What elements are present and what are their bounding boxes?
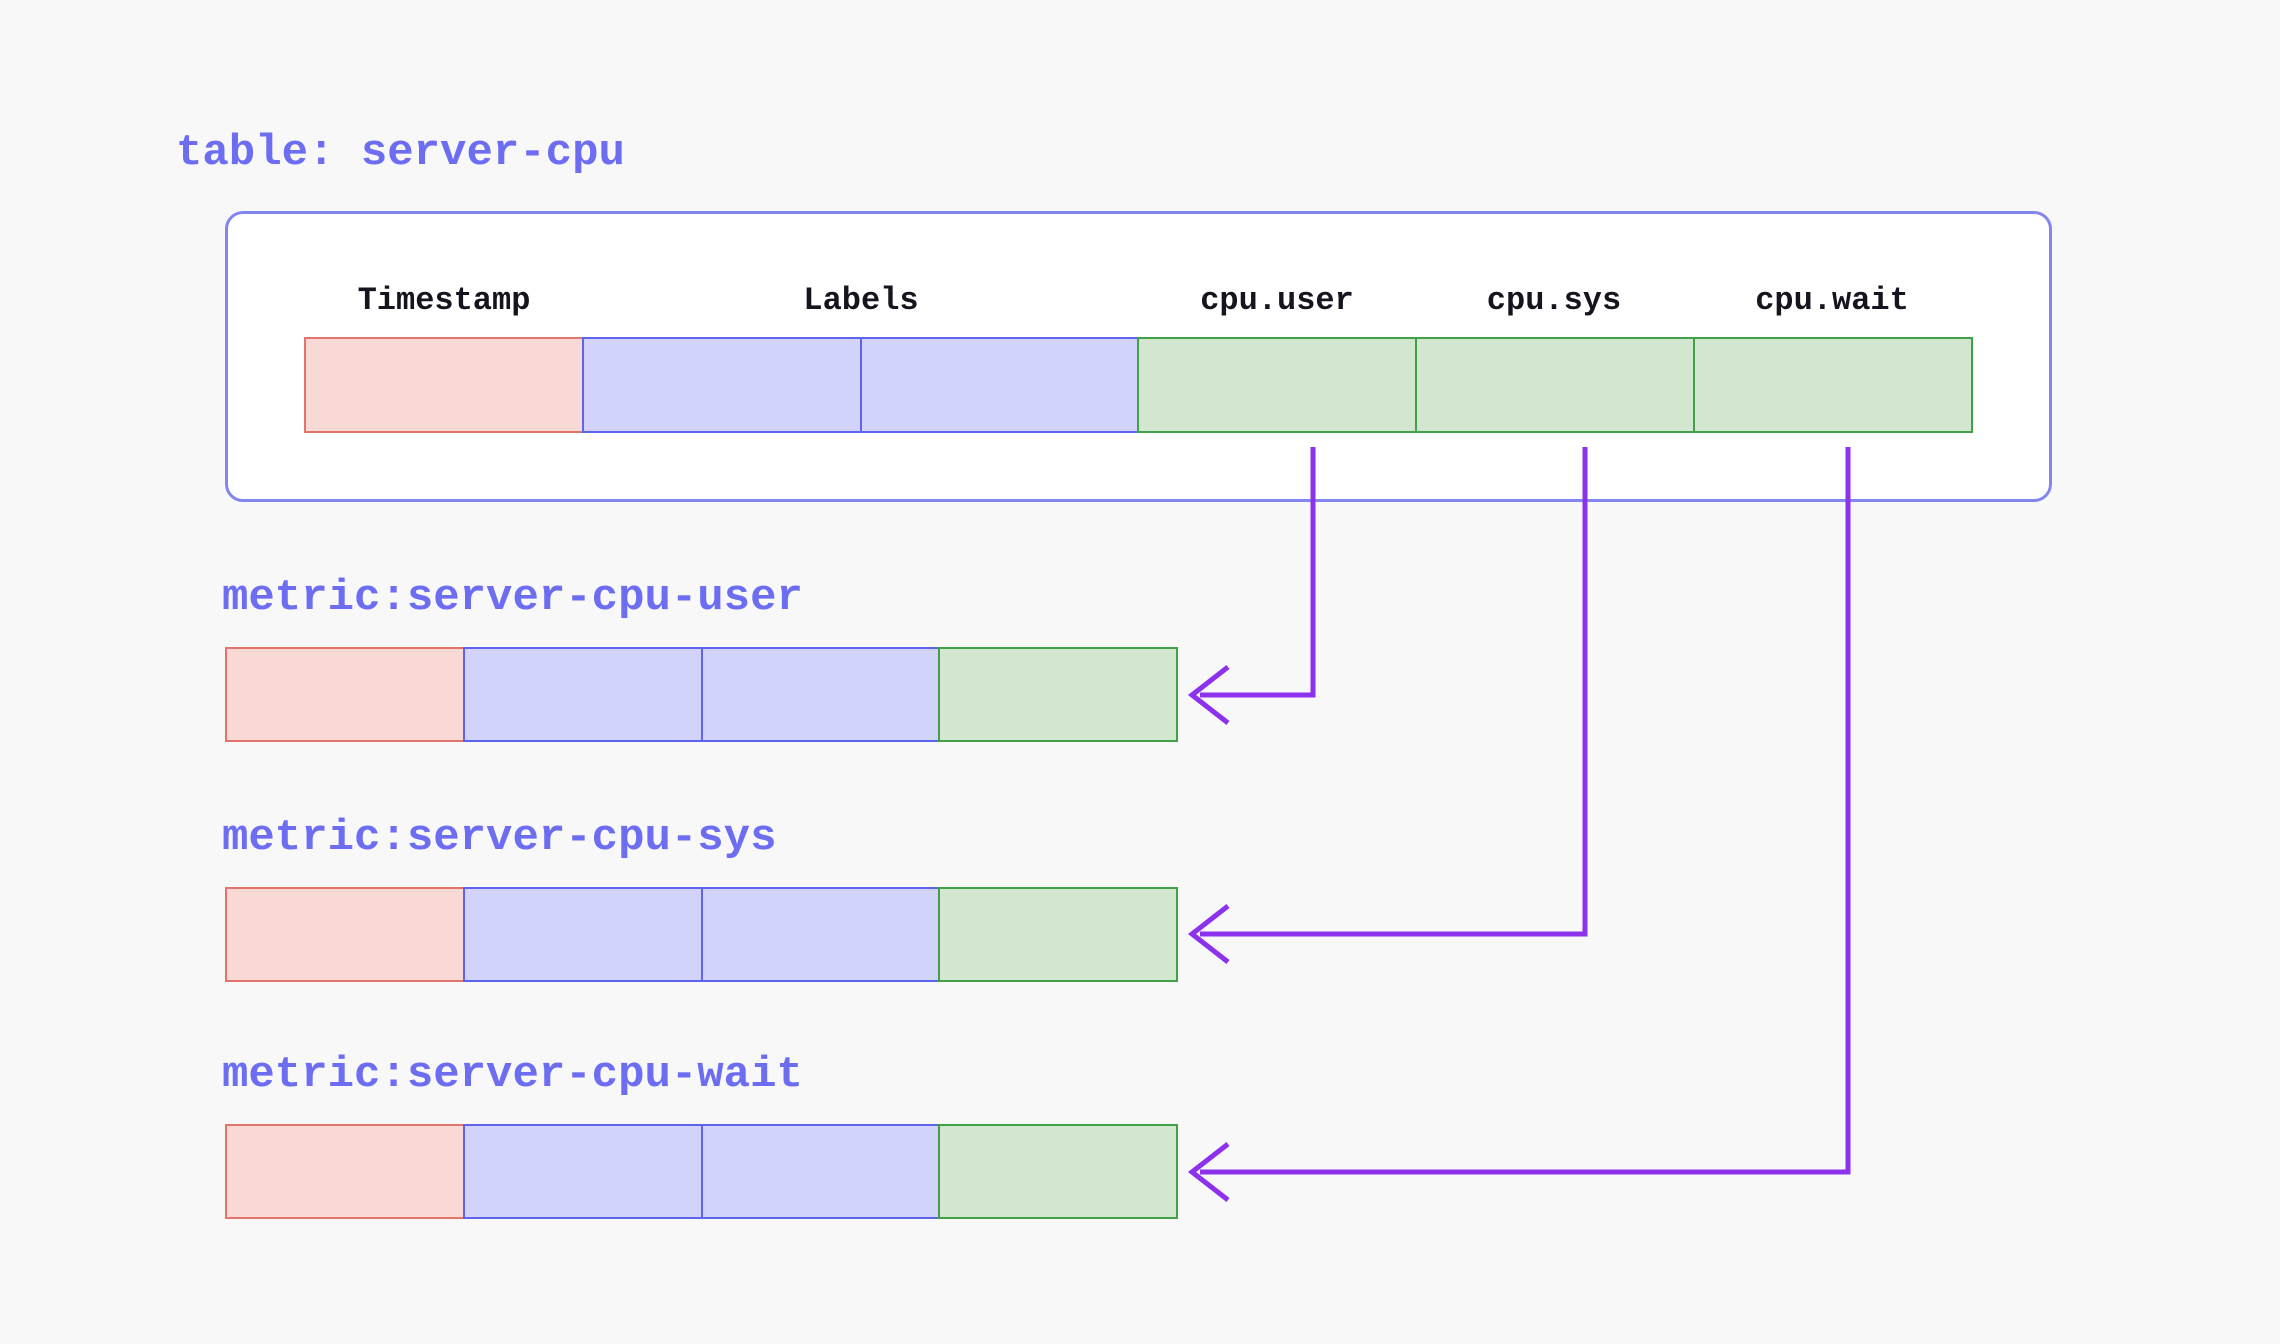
- column-header-timestamp: Timestamp: [357, 282, 531, 319]
- metric-row-cpu-wait: [225, 1124, 1178, 1219]
- metric-title-cpu-wait: metric:server-cpu-wait: [222, 1050, 803, 1100]
- arrow-cpu-sys-to-metric: [1187, 447, 1588, 964]
- table-cell-cpu-user: [1137, 337, 1418, 433]
- metric-cell-timestamp: [225, 1124, 465, 1219]
- table-cell-label-2: [859, 337, 1140, 433]
- arrow-cpu-wait-to-metric: [1187, 447, 1851, 1202]
- metric-cell-value: [938, 1124, 1178, 1219]
- table-title: table: server-cpu: [176, 128, 625, 178]
- metric-title-cpu-user: metric:server-cpu-user: [222, 573, 803, 623]
- table-cell-cpu-sys: [1415, 337, 1696, 433]
- metric-cell-timestamp: [225, 647, 465, 742]
- metric-cell-label-2: [700, 1124, 941, 1219]
- metric-cell-label-1: [462, 1124, 703, 1219]
- column-header-cpu-user: cpu.user: [1200, 282, 1354, 319]
- table-row: [304, 337, 1973, 433]
- metric-cell-label-1: [462, 887, 703, 982]
- metric-cell-label-2: [700, 887, 941, 982]
- metric-cell-value: [938, 647, 1178, 742]
- table-cell-timestamp: [304, 337, 584, 433]
- metric-cell-value: [938, 887, 1178, 982]
- metric-title-cpu-sys: metric:server-cpu-sys: [222, 813, 777, 863]
- metric-cell-timestamp: [225, 887, 465, 982]
- column-header-labels: Labels: [803, 282, 919, 319]
- metric-cell-label-1: [462, 647, 703, 742]
- metric-row-cpu-sys: [225, 887, 1178, 982]
- column-header-cpu-sys: cpu.sys: [1486, 282, 1622, 319]
- table-cell-cpu-wait: [1693, 337, 1973, 433]
- column-header-cpu-wait: cpu.wait: [1755, 282, 1909, 319]
- metric-cell-label-2: [700, 647, 941, 742]
- table-cell-label-1: [581, 337, 862, 433]
- metric-row-cpu-user: [225, 647, 1178, 742]
